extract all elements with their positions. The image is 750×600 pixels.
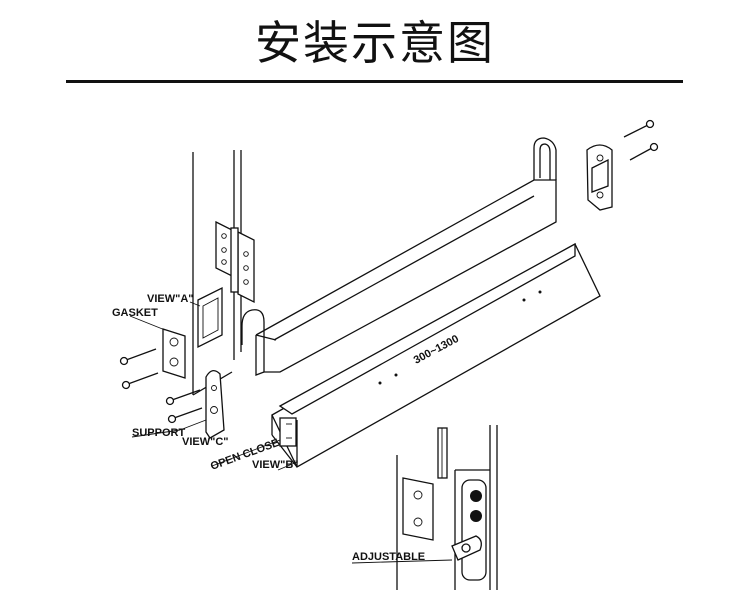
support-plate <box>205 370 225 439</box>
support-screws <box>165 389 203 424</box>
bracket-screws <box>623 119 659 161</box>
detail-view <box>396 425 498 590</box>
hinge <box>215 220 255 304</box>
gasket-label: GASKET <box>112 307 158 319</box>
adjustable-leader <box>351 559 453 564</box>
support-label: SUPPORT <box>132 427 185 439</box>
view-b-label: VIEW"B" <box>252 459 299 471</box>
threshold-bar <box>271 242 601 468</box>
page-title: 安装示意图 <box>255 16 495 70</box>
gasket-screws <box>119 348 159 390</box>
top-bracket <box>586 144 613 211</box>
leader-lines <box>129 301 298 471</box>
upper-rail <box>241 137 557 376</box>
gasket-plate <box>162 328 186 379</box>
view-c-label: VIEW"C" <box>182 436 229 448</box>
adjustable-label: ADJUSTABLE <box>352 551 425 563</box>
title-divider <box>66 80 683 83</box>
door-frame <box>192 150 242 396</box>
view-a-label: VIEW"A" <box>147 293 194 305</box>
